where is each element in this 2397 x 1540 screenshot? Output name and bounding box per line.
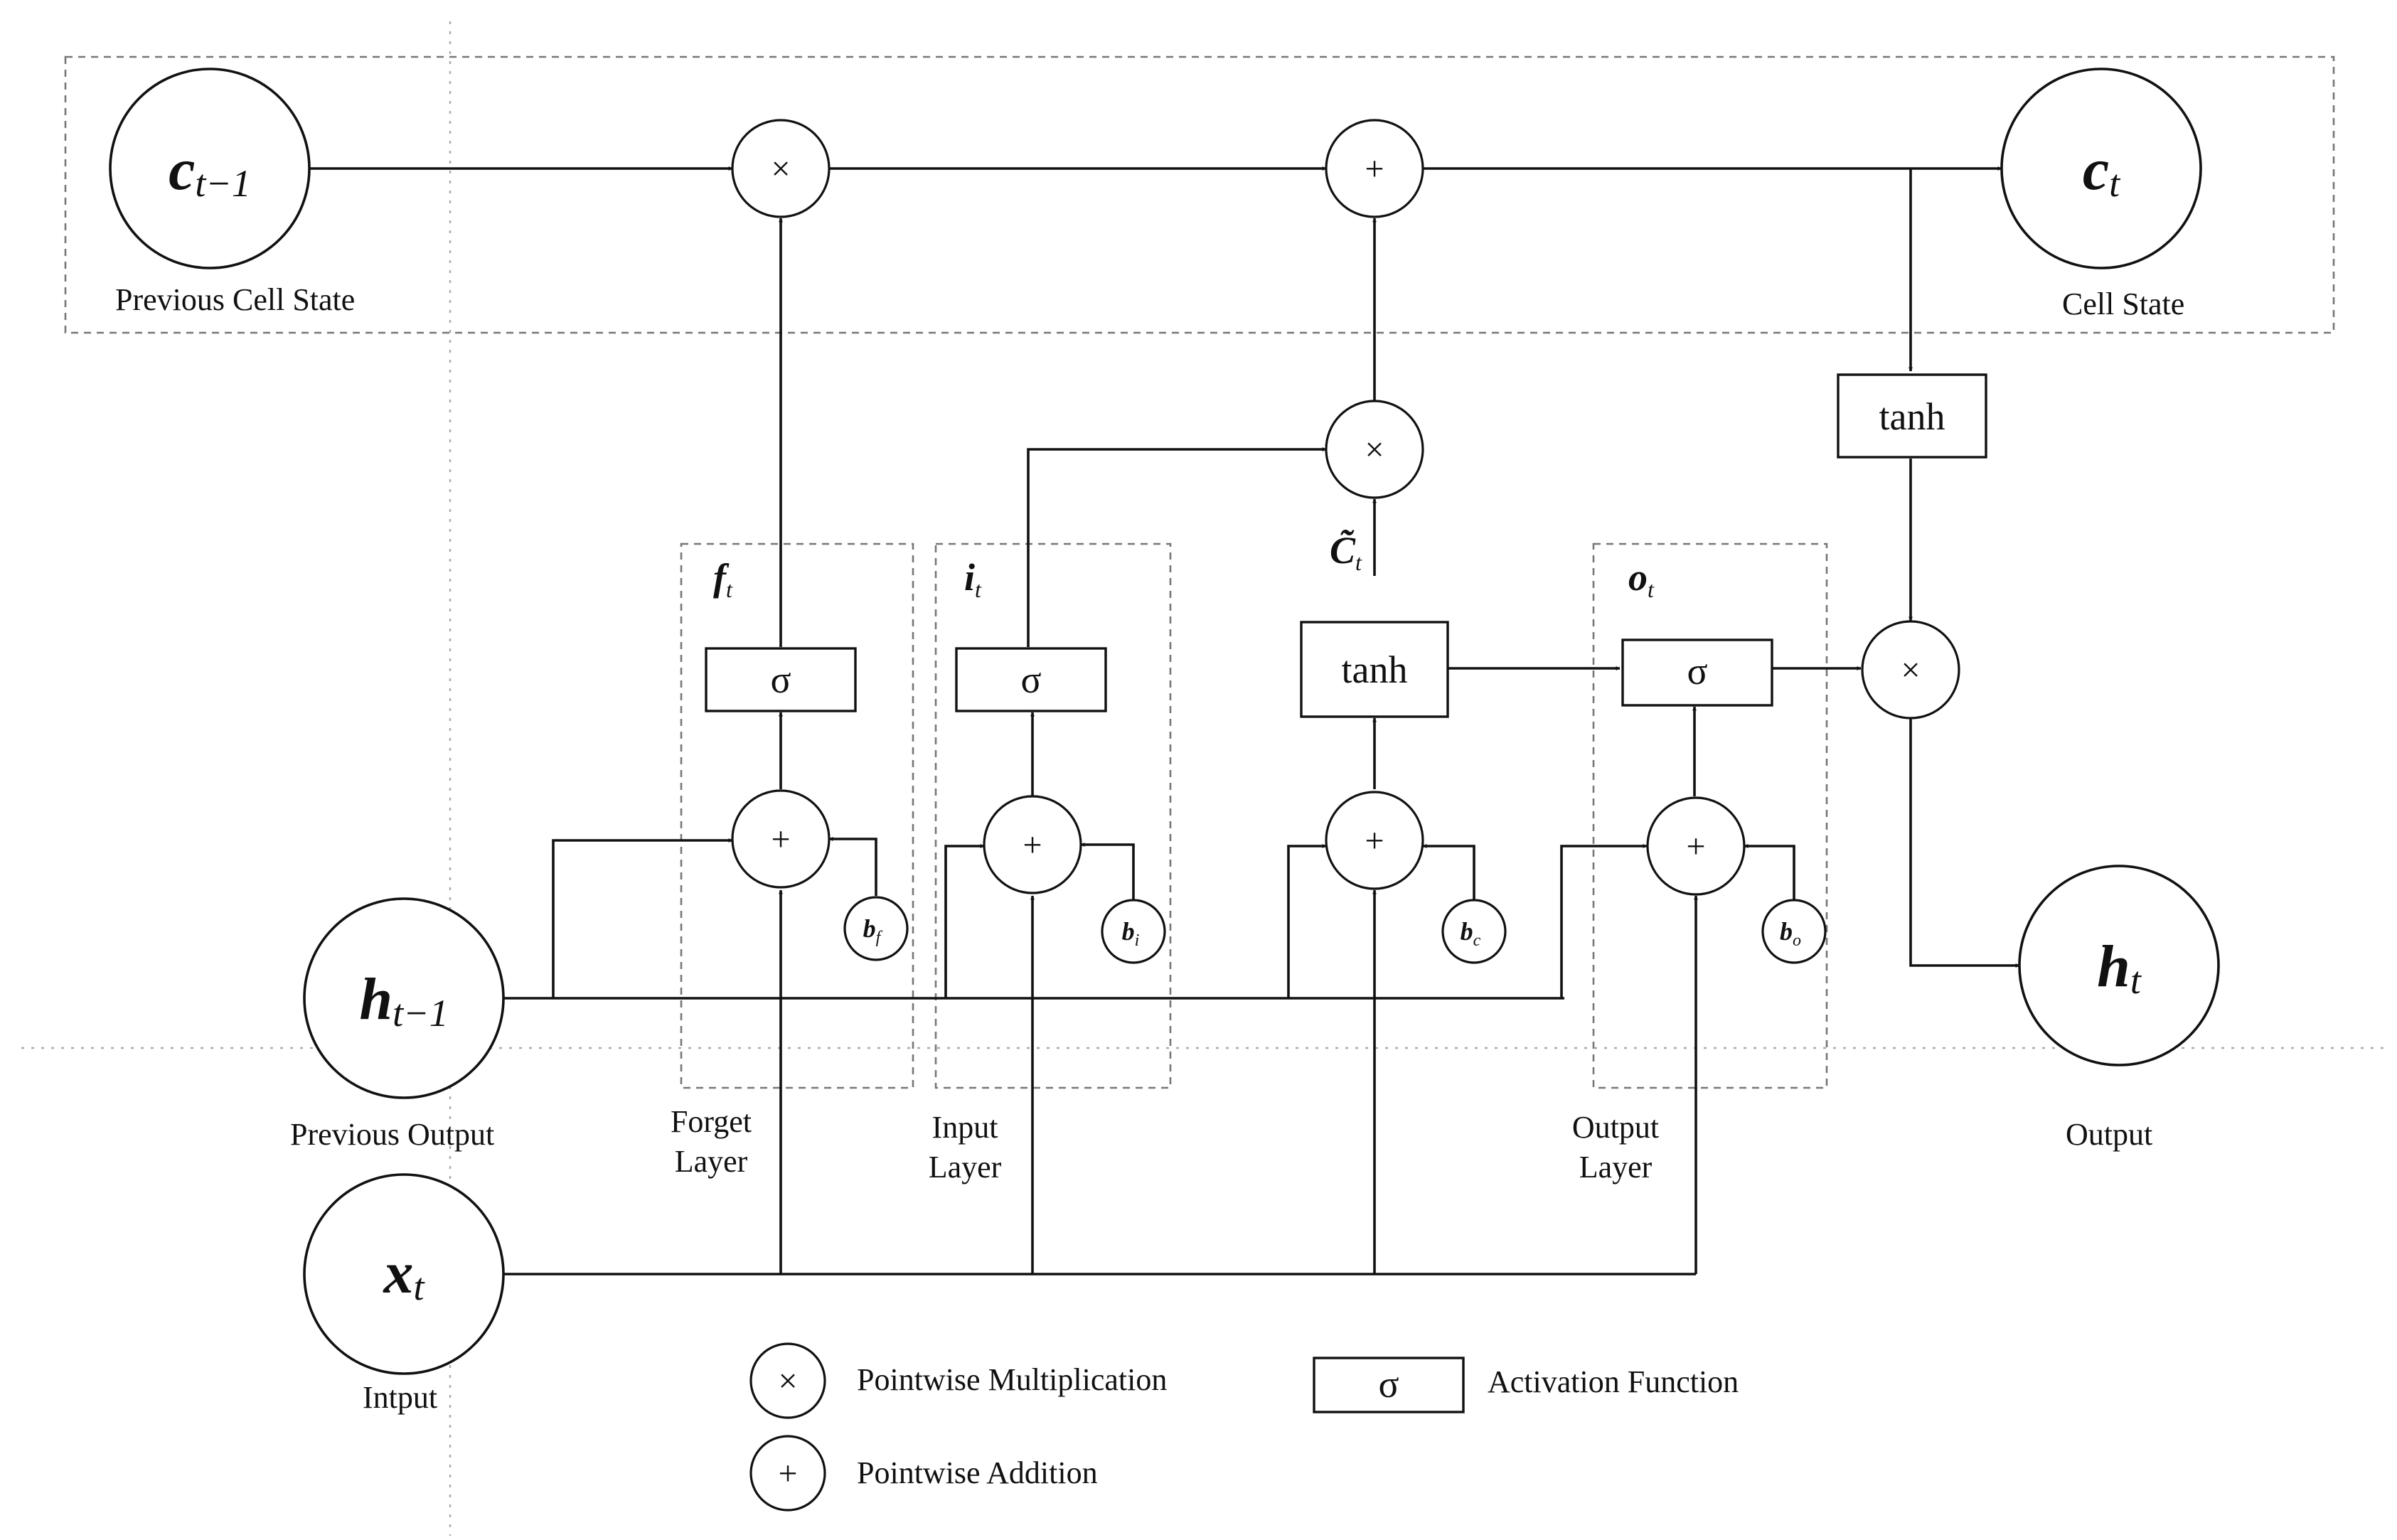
svg-text:σ: σ (770, 658, 791, 701)
svg-text:×: × (778, 1362, 797, 1400)
gate-label-f: ft (713, 556, 733, 602)
add-forget-node: + (731, 789, 831, 889)
caption-output-layer-1: Output (1572, 1110, 1659, 1145)
forget-layer-region (680, 542, 914, 1089)
svg-text:+: + (1023, 826, 1042, 864)
caption-forget-layer-2: Layer (675, 1144, 748, 1179)
tanh-cell-box: tanh (1837, 373, 1987, 459)
caption-input-layer-1: Input (932, 1110, 998, 1145)
gate-label-c-tilde: C̃t (1330, 529, 1362, 575)
input-layer-region (934, 542, 1172, 1089)
node-c-t: ct (2000, 68, 2202, 269)
bias-f-node: bf (843, 896, 909, 961)
node-h-prev: ht−1 (303, 897, 505, 1099)
caption-previous-cell-state: Previous Cell State (115, 282, 355, 317)
svg-text:ht−1: ht−1 (359, 966, 448, 1034)
gate-label-i: it (964, 556, 982, 602)
svg-text:+: + (778, 1455, 797, 1492)
wires (309, 166, 2020, 1276)
legend-add-symbol: + (749, 1435, 826, 1512)
svg-text:+: + (1365, 822, 1384, 860)
bias-i-node: bi (1101, 899, 1166, 964)
cell-state-region (64, 55, 2335, 334)
svg-text:×: × (1365, 431, 1384, 469)
svg-text:bo: bo (1780, 917, 1801, 950)
legend-sigma-symbol: σ (1313, 1357, 1465, 1413)
output-layer-region (1592, 542, 1828, 1089)
sigma-output-box: σ (1621, 638, 1773, 707)
svg-text:tanh: tanh (1342, 648, 1408, 691)
legend-multiply-symbol: × (749, 1342, 826, 1419)
legend: × Pointwise Multiplication + Pointwise A… (749, 1342, 1739, 1512)
legend-multiplication-label: Pointwise Multiplication (857, 1362, 1167, 1397)
svg-text:ht: ht (2097, 934, 2142, 1002)
node-h-t: ht (2018, 865, 2220, 1066)
gate-label-o: ot (1628, 556, 1655, 602)
svg-text:bi: bi (1122, 917, 1140, 950)
multiply-forget-node: × (731, 119, 831, 218)
legend-activation-label: Activation Function (1488, 1364, 1739, 1399)
add-candidate-node: + (1325, 791, 1424, 890)
svg-text:xt: xt (382, 1240, 425, 1308)
svg-text:+: + (771, 820, 790, 858)
caption-output: Output (2066, 1117, 2152, 1152)
caption-output-layer-2: Layer (1579, 1150, 1653, 1185)
svg-text:ct: ct (2083, 137, 2121, 205)
sigma-forget-box: σ (705, 647, 857, 712)
caption-input-layer-2: Layer (929, 1150, 1002, 1185)
add-input-node: + (983, 795, 1082, 894)
sigma-input-box: σ (955, 647, 1107, 712)
bias-c-node: bc (1441, 899, 1507, 964)
caption-cell-state: Cell State (2062, 287, 2184, 321)
svg-text:bc: bc (1461, 917, 1481, 950)
svg-text:+: + (1686, 828, 1705, 865)
svg-text:σ: σ (1378, 1363, 1399, 1406)
caption-previous-output: Previous Output (290, 1117, 494, 1152)
multiply-input-node: × (1325, 400, 1424, 499)
svg-text:+: + (1365, 150, 1384, 188)
legend-addition-label: Pointwise Addition (857, 1455, 1098, 1490)
add-cell-node: + (1325, 119, 1424, 218)
svg-text:bf: bf (863, 914, 883, 947)
bias-o-node: bo (1761, 899, 1827, 964)
svg-text:×: × (1901, 651, 1920, 689)
svg-text:tanh: tanh (1879, 395, 1945, 438)
svg-text:ct−1: ct−1 (169, 137, 251, 205)
multiply-output-node: × (1861, 620, 1960, 720)
svg-text:×: × (771, 150, 790, 188)
caption-forget-layer-1: Forget (671, 1104, 752, 1139)
svg-text:σ: σ (1020, 658, 1041, 701)
node-x-t: xt (303, 1173, 505, 1375)
caption-input: Intput (363, 1380, 437, 1415)
tanh-candidate-box: tanh (1300, 621, 1449, 718)
add-output-node: + (1646, 796, 1746, 896)
node-c-prev: ct−1 (109, 68, 311, 269)
svg-text:σ: σ (1687, 650, 1707, 693)
